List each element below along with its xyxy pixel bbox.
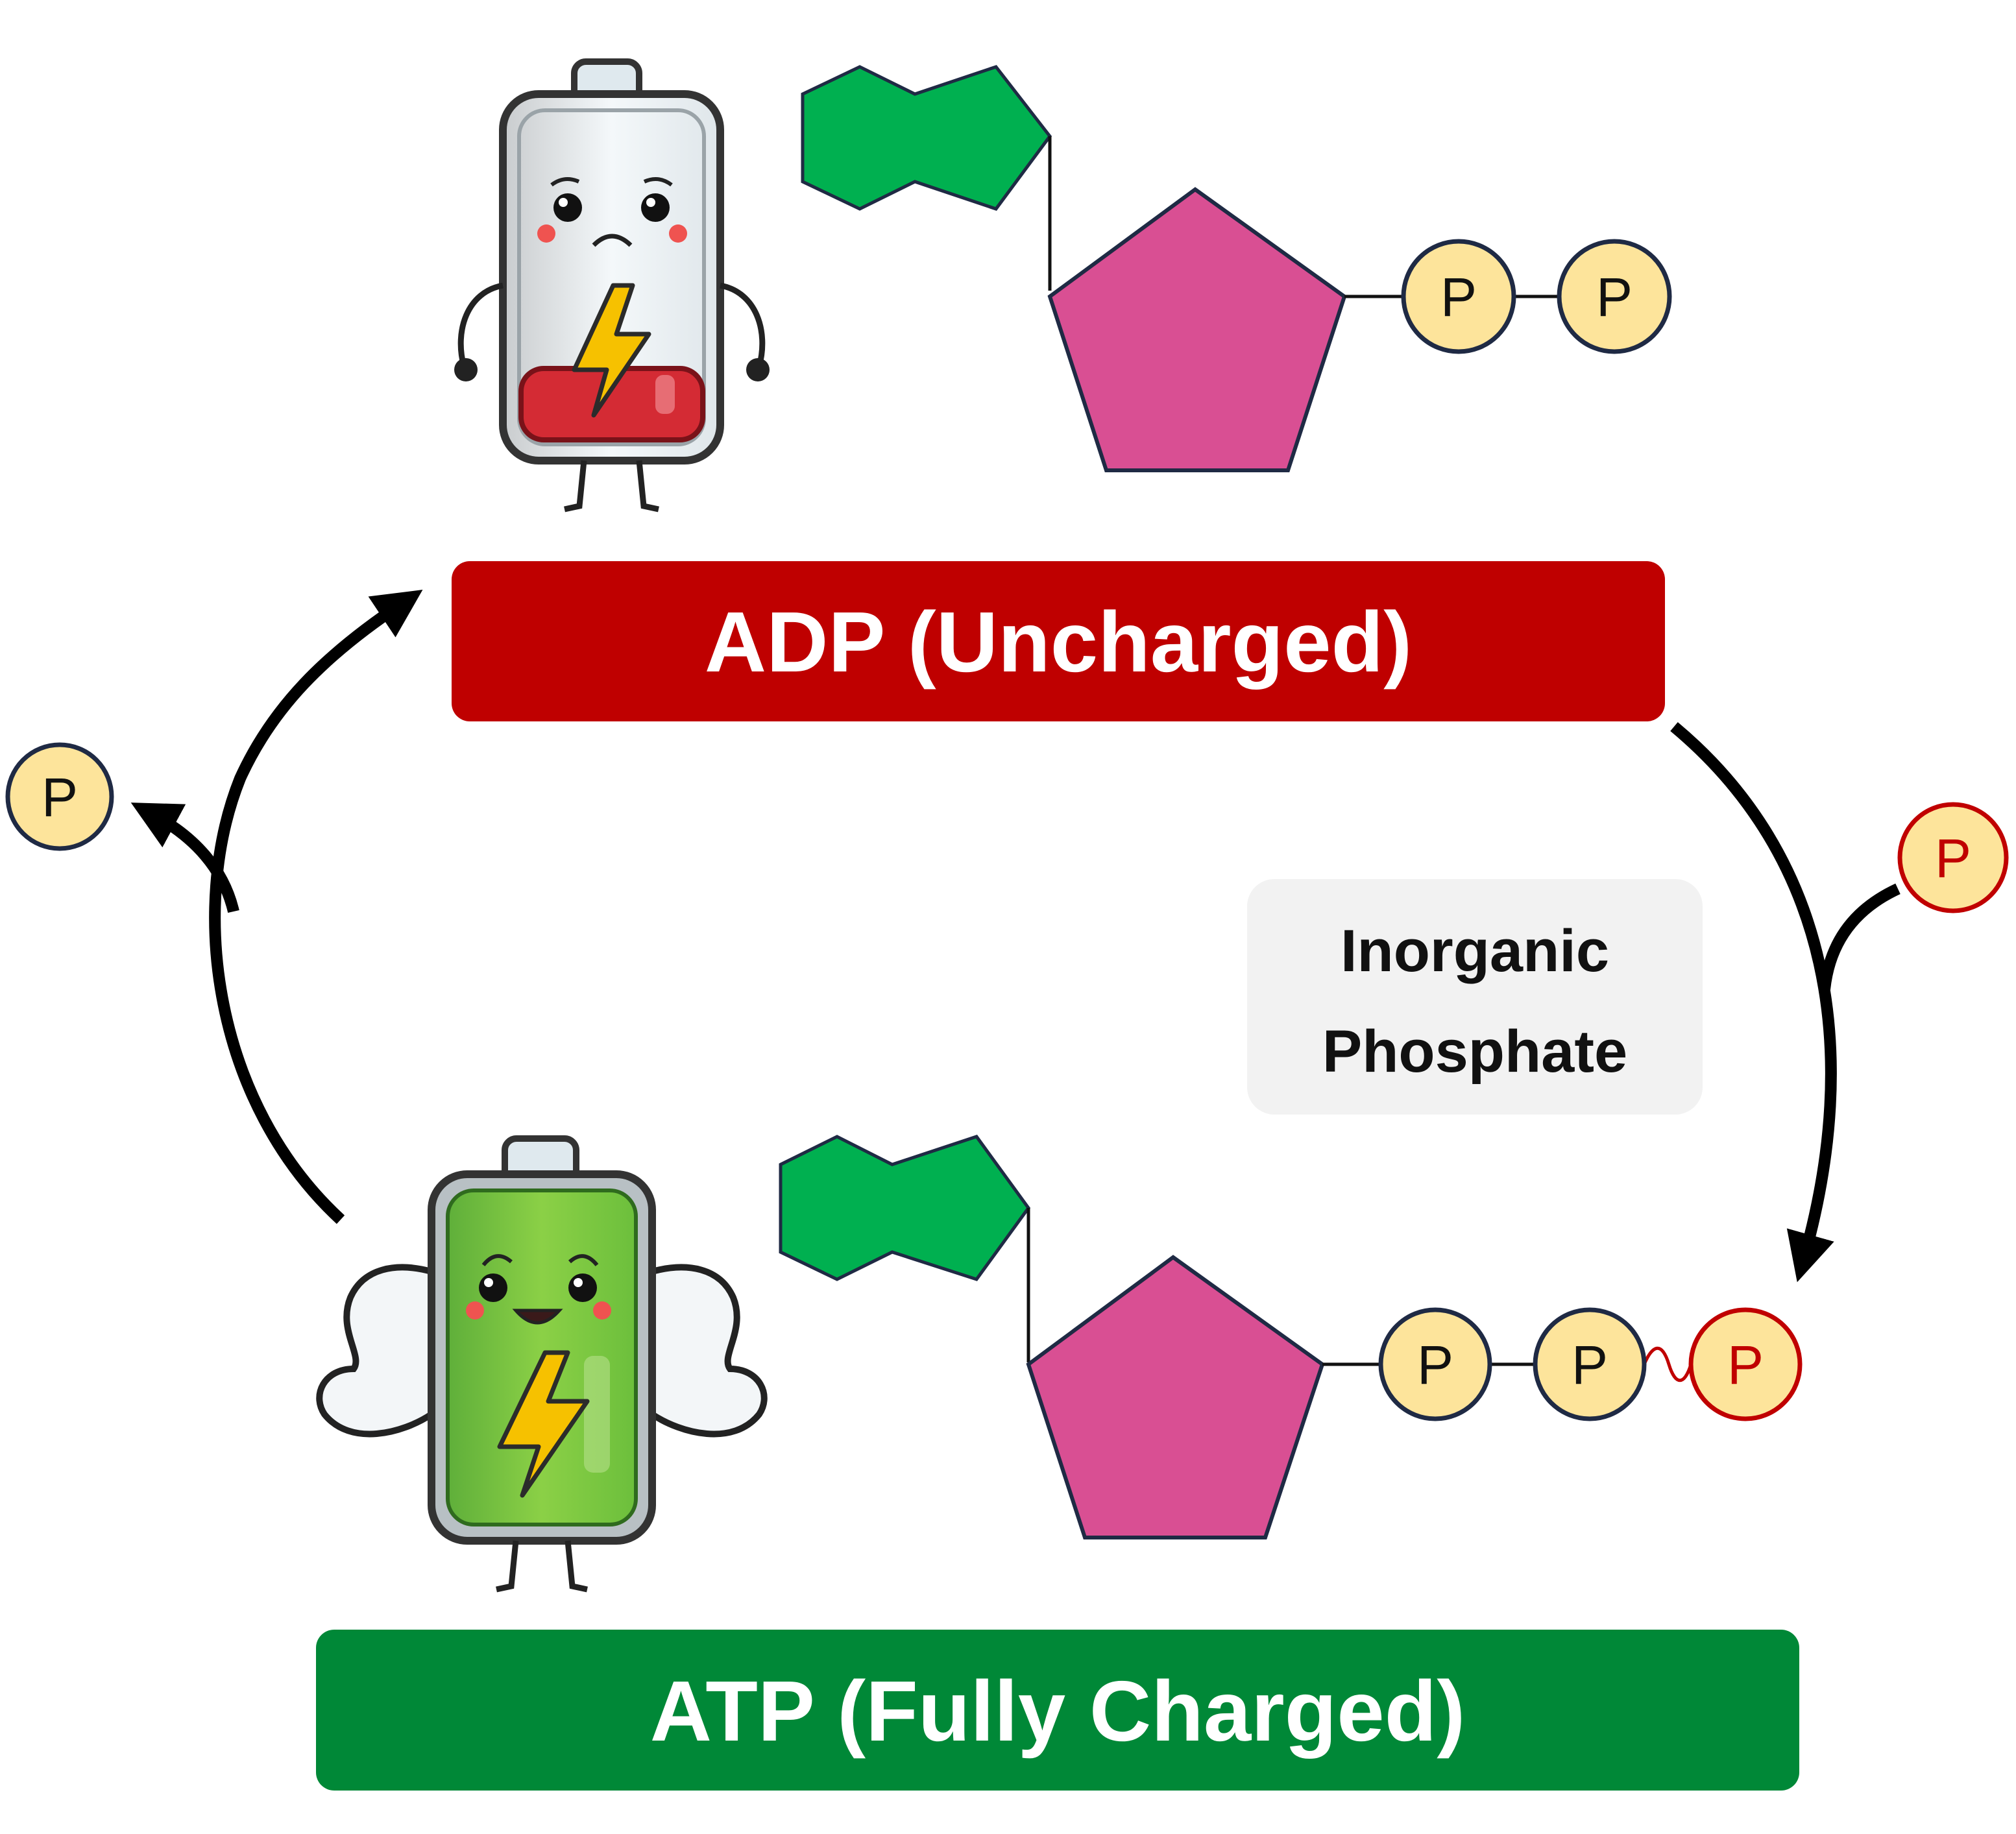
adp-label: ADP (Uncharged) (705, 594, 1412, 690)
inorganic-label-line1: Inorganic (1341, 918, 1609, 984)
atp-phosphate-1-label: P (1417, 1334, 1453, 1395)
atp-phosphate-2-label: P (1572, 1334, 1608, 1395)
adp-phosphate-2-label: P (1596, 267, 1633, 328)
adp-banner: ADP (Uncharged) (452, 561, 1665, 721)
adp-phosphate-1-label: P (1440, 267, 1477, 328)
adp-adenine-base (801, 65, 1052, 211)
phosphate-in-arrow (1819, 883, 1901, 991)
adp-molecule: P P (801, 65, 1672, 472)
atp-label: ATP (Fully Charged) (650, 1663, 1466, 1759)
adp-battery-icon (454, 58, 770, 513)
atp-phosphate-3-label: P (1727, 1334, 1764, 1395)
high-energy-bond (1642, 1346, 1693, 1382)
adp-phosphate-1: P (1401, 239, 1516, 354)
released-phosphate-label: P (42, 767, 78, 828)
inorganic-label-line2: Phosphate (1322, 1019, 1627, 1085)
atp-battery-icon (316, 1135, 768, 1593)
atp-ribose-sugar (1026, 1255, 1325, 1539)
released-phosphate: P (5, 742, 114, 851)
atp-phosphate-1: P (1378, 1307, 1492, 1421)
inorganic-phosphate-box: Inorganic Phosphate (1247, 879, 1703, 1115)
inorganic-phosphate: P (1897, 802, 2009, 913)
inorganic-phosphate-symbol: P (1935, 828, 1971, 889)
hydrolysis-arrow (209, 590, 423, 1224)
phosphorylation-arrow (1670, 722, 1837, 1283)
atp-molecule: P P P (779, 1135, 1803, 1539)
adp-ribose-sugar (1047, 187, 1347, 472)
atp-adenine-base (779, 1135, 1031, 1281)
atp-phosphate-3: P (1688, 1307, 1803, 1421)
adp-phosphate-2: P (1557, 239, 1672, 354)
atp-banner: ATP (Fully Charged) (316, 1630, 1799, 1791)
atp-phosphate-2: P (1533, 1307, 1647, 1421)
phosphate-out-arrow (130, 802, 239, 913)
